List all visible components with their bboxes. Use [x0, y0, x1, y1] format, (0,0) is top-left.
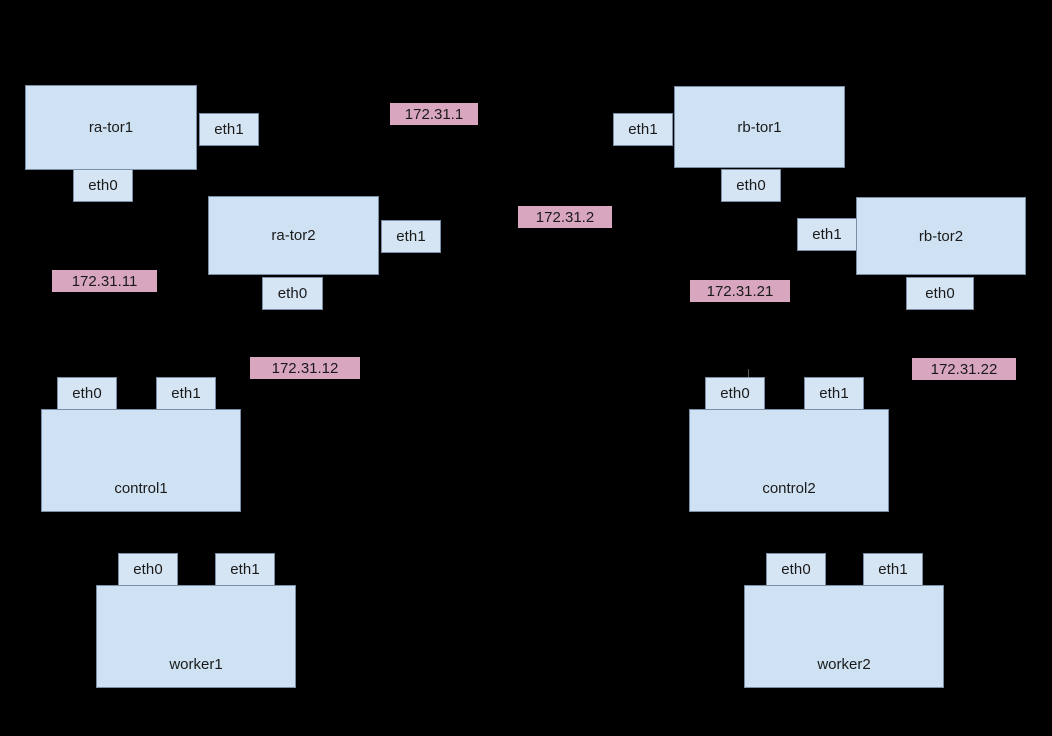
port-label: eth1: [628, 121, 658, 138]
port-label: eth1: [819, 385, 849, 402]
node-control1[interactable]: control1: [41, 409, 241, 512]
network-label-text: 172.31.21: [706, 282, 774, 300]
port-label: eth0: [133, 561, 163, 578]
node-label: rb-tor1: [737, 118, 782, 136]
node-label: ra-tor1: [88, 119, 134, 136]
network-label-text: 172.31.1: [404, 105, 464, 123]
port-label: eth0: [736, 177, 766, 194]
port-rb-tor1-eth0[interactable]: eth0: [721, 169, 781, 202]
port-label: eth1: [878, 561, 908, 578]
node-label: rb-tor2: [918, 227, 964, 245]
node-rb-tor2[interactable]: rb-tor2: [856, 197, 1026, 275]
node-control2[interactable]: control2: [689, 409, 889, 512]
port-worker1-eth0[interactable]: eth0: [118, 553, 178, 586]
network-label-net-172-31-22[interactable]: 172.31.22: [912, 358, 1016, 380]
port-ra-tor1-eth0[interactable]: eth0: [73, 169, 133, 202]
port-label: eth0: [277, 285, 308, 302]
port-worker2-eth1[interactable]: eth1: [863, 553, 923, 586]
port-worker2-eth0[interactable]: eth0: [766, 553, 826, 586]
port-control1-eth1[interactable]: eth1: [156, 377, 216, 410]
network-label-net-172-31-12[interactable]: 172.31.12: [250, 357, 360, 379]
network-label-text: 172.31.11: [71, 272, 138, 290]
port-rb-tor2-eth0[interactable]: eth0: [906, 277, 974, 310]
node-ra-tor1[interactable]: ra-tor1: [25, 85, 197, 170]
port-worker1-eth1[interactable]: eth1: [215, 553, 275, 586]
port-label: eth1: [396, 228, 426, 245]
port-ra-tor1-eth1[interactable]: eth1: [199, 113, 259, 146]
node-label: control1: [114, 480, 168, 497]
network-label-net-172-31-1[interactable]: 172.31.1: [390, 103, 478, 125]
port-label: eth0: [925, 285, 955, 302]
connection-line: [748, 369, 749, 377]
port-label: eth1: [812, 226, 842, 243]
node-label: worker1: [169, 656, 223, 673]
node-worker1[interactable]: worker1: [96, 585, 296, 688]
network-label-text: 172.31.12: [271, 359, 339, 377]
network-label-net-172-31-11[interactable]: 172.31.11: [52, 270, 157, 292]
port-control2-eth1[interactable]: eth1: [804, 377, 864, 410]
network-label-text: 172.31.22: [930, 360, 998, 378]
node-worker2[interactable]: worker2: [744, 585, 944, 688]
port-label: eth1: [171, 385, 201, 402]
port-rb-tor1-eth1[interactable]: eth1: [613, 113, 673, 146]
port-label: eth1: [230, 561, 260, 578]
port-ra-tor2-eth1[interactable]: eth1: [381, 220, 441, 253]
port-label: eth0: [720, 385, 750, 402]
node-rb-tor1[interactable]: rb-tor1: [674, 86, 845, 168]
port-label: eth0: [88, 177, 118, 194]
port-rb-tor2-eth1[interactable]: eth1: [797, 218, 857, 251]
port-control2-eth0[interactable]: eth0: [705, 377, 765, 410]
node-label: ra-tor2: [271, 227, 316, 244]
port-label: eth0: [781, 561, 811, 578]
port-ra-tor2-eth0[interactable]: eth0: [262, 277, 323, 310]
network-label-text: 172.31.2: [535, 208, 595, 226]
node-ra-tor2[interactable]: ra-tor2: [208, 196, 379, 275]
port-label: eth0: [72, 385, 102, 402]
node-label: worker2: [817, 656, 871, 673]
port-control1-eth0[interactable]: eth0: [57, 377, 117, 410]
port-label: eth1: [214, 121, 244, 138]
node-label: control2: [762, 480, 816, 497]
network-label-net-172-31-21[interactable]: 172.31.21: [690, 280, 790, 302]
network-label-net-172-31-2[interactable]: 172.31.2: [518, 206, 612, 228]
